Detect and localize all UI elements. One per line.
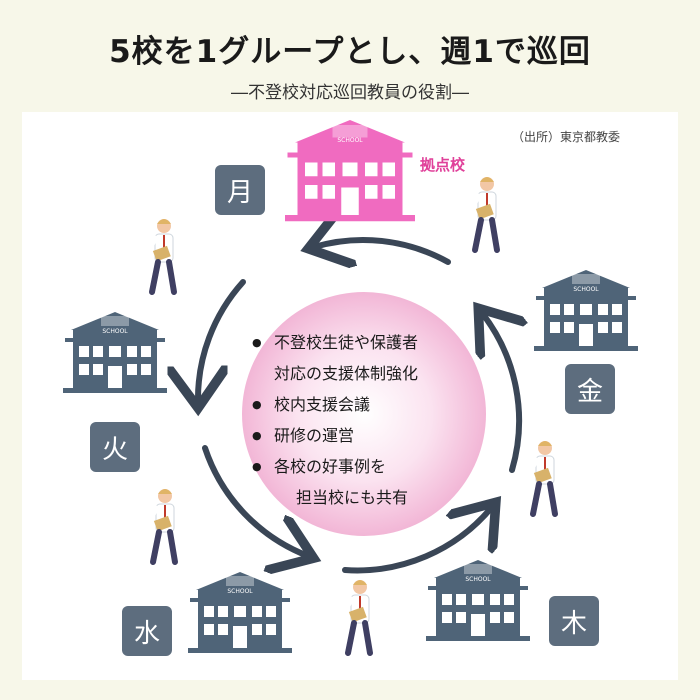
school-icon-fri	[534, 270, 638, 351]
school-icon-wed	[188, 572, 292, 653]
role-list: 不登校生徒や保護者 対応の支援体制強化 校内支援会議 研修の運営 各校の好事例を…	[252, 327, 502, 513]
day-badge-tuesday: 火	[90, 422, 140, 472]
role-item-continued: 対応の支援体制強化	[274, 364, 419, 383]
arrow-mon-to-tue	[198, 279, 246, 402]
role-item: 各校の好事例を	[252, 451, 502, 482]
source-note: （出所）東京都教委	[512, 130, 621, 144]
arrow-wed-to-thu	[342, 507, 492, 574]
day-badge-friday: 金	[565, 364, 615, 414]
page-subtitle: ―不登校対応巡回教員の役割―	[231, 83, 469, 103]
day-badge-thursday: 木	[549, 596, 599, 646]
school-sign-wed: SCHOOL	[227, 588, 253, 595]
role-item: 校内支援会議	[252, 389, 502, 420]
teacher-walking-icon	[471, 177, 497, 250]
role-item: 研修の運営	[252, 420, 502, 451]
page-title: 5校を1グループとし、週1で巡回	[109, 34, 591, 70]
day-badge-monday: 月	[215, 165, 265, 215]
teacher-walking-icon	[344, 580, 370, 653]
school-sign-fri: SCHOOL	[573, 286, 599, 293]
arrow-fri-to-mon	[314, 240, 451, 262]
school-icon-thu	[426, 560, 530, 641]
hub-school-icon	[285, 120, 415, 222]
school-sign-tue: SCHOOL	[102, 328, 128, 335]
rotation-arrows	[198, 240, 519, 570]
role-item: 不登校生徒や保護者	[252, 327, 502, 358]
role-item-continued: 担当校にも共有	[296, 488, 409, 507]
arrow-tue-to-wed	[202, 445, 308, 556]
teacher-walking-icon	[148, 219, 174, 292]
teacher-walking-icon	[529, 441, 555, 514]
school-sign-thu: SCHOOL	[465, 576, 491, 583]
school-sign-hub: SCHOOL	[337, 137, 363, 144]
teacher-walking-icon	[149, 489, 175, 562]
hub-school-label: 拠点校	[420, 156, 466, 174]
school-icon-tue	[63, 312, 167, 393]
day-badge-wednesday: 水	[122, 606, 172, 656]
